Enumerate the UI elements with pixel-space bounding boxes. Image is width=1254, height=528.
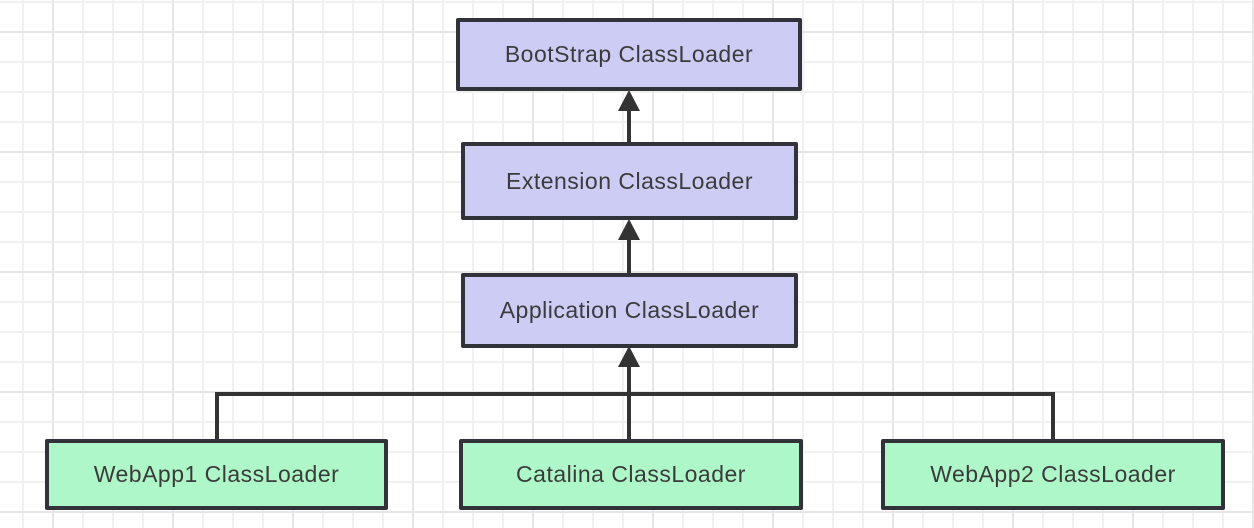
- node-bootstrap-classloader[interactable]: BootStrap ClassLoader: [456, 18, 802, 91]
- node-extension-label: Extension ClassLoader: [505, 167, 754, 194]
- node-bootstrap-label: BootStrap ClassLoader: [504, 41, 754, 67]
- edge-webapp2-vertical-line: [1051, 392, 1055, 439]
- node-application-label: Application ClassLoader: [499, 297, 760, 323]
- arrow-up-icon: [618, 90, 640, 111]
- edge-extension-to-bootstrap-line: [627, 106, 631, 142]
- node-catalina-label: Catalina ClassLoader: [516, 461, 746, 487]
- edge-catalina-to-application-line: [627, 362, 631, 439]
- edge-elbow-horizontal-line: [215, 392, 1055, 396]
- node-catalina-classloader[interactable]: Catalina ClassLoader: [459, 439, 803, 510]
- node-webapp1-label: WebApp1 ClassLoader: [93, 461, 340, 487]
- node-webapp2-classloader[interactable]: WebApp2 ClassLoader: [881, 439, 1225, 510]
- node-application-classloader[interactable]: Application ClassLoader: [461, 273, 798, 348]
- edge-application-to-extension-line: [627, 236, 631, 273]
- node-webapp1-classloader[interactable]: WebApp1 ClassLoader: [45, 439, 388, 510]
- node-extension-classloader[interactable]: Extension ClassLoader: [461, 142, 798, 220]
- arrow-up-icon: [618, 346, 640, 367]
- edge-webapp1-vertical-line: [215, 392, 219, 439]
- arrow-up-icon: [618, 219, 640, 240]
- node-webapp2-label: WebApp2 ClassLoader: [930, 461, 1176, 487]
